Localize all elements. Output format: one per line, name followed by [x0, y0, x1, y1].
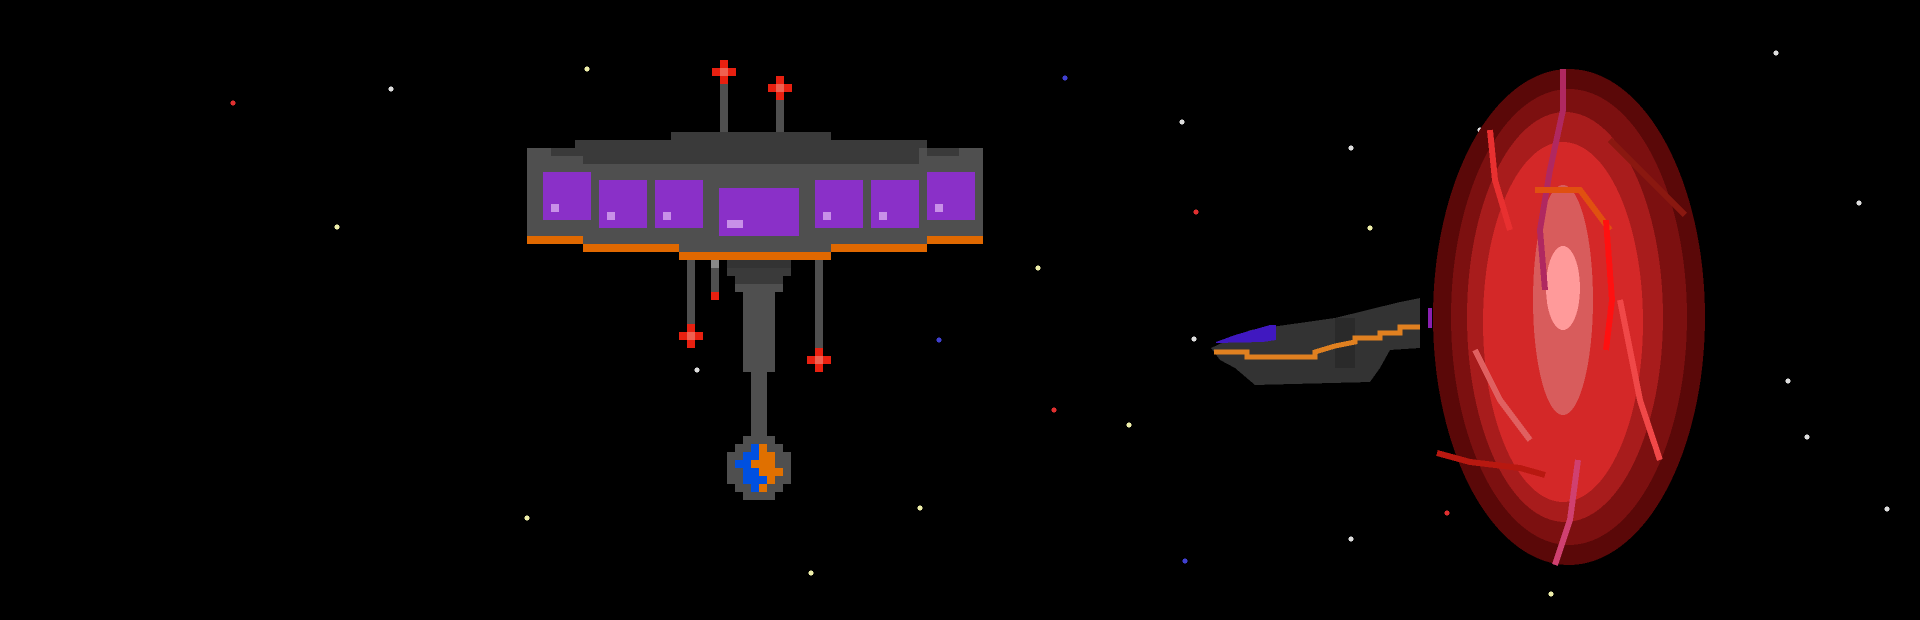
- beacon-light: [711, 292, 719, 300]
- ship-beam: [1428, 308, 1432, 328]
- star: [1367, 225, 1373, 231]
- star: [1126, 422, 1132, 428]
- antenna: [687, 260, 695, 324]
- beacon-light: [679, 324, 703, 348]
- star: [1051, 407, 1057, 413]
- spaceship: [1211, 298, 1432, 385]
- star: [1193, 209, 1199, 215]
- star: [1548, 591, 1554, 597]
- star: [1179, 119, 1185, 125]
- ship-trim: [1214, 324, 1420, 360]
- star: [1182, 558, 1188, 564]
- star: [936, 337, 942, 343]
- ship-cockpit: [1216, 325, 1276, 343]
- star: [917, 505, 923, 511]
- star: [1035, 265, 1041, 271]
- star: [388, 86, 394, 92]
- star: [808, 570, 814, 576]
- star: [1856, 200, 1862, 206]
- beacon-light: [712, 60, 736, 84]
- star: [1348, 145, 1354, 151]
- star: [1444, 510, 1450, 516]
- station-column: [743, 292, 775, 372]
- star: [230, 100, 236, 106]
- portal-core: [1546, 246, 1580, 330]
- star: [1785, 378, 1791, 384]
- antenna: [815, 260, 823, 348]
- star: [1191, 336, 1197, 342]
- star: [694, 367, 700, 373]
- star: [1348, 536, 1354, 542]
- station-trim: [527, 236, 983, 260]
- antenna: [776, 100, 784, 136]
- star: [524, 515, 530, 521]
- star: [1062, 75, 1068, 81]
- star: [1773, 50, 1779, 56]
- beacon-light: [768, 76, 792, 100]
- antenna: [720, 84, 728, 136]
- star: [584, 66, 590, 72]
- star: [1884, 506, 1890, 512]
- globe-pod: [727, 436, 791, 500]
- red-portal: [1433, 69, 1705, 566]
- starfield: [230, 50, 1890, 597]
- beacon-light: [807, 348, 831, 372]
- star: [1804, 434, 1810, 440]
- star: [334, 224, 340, 230]
- space-station: [527, 60, 983, 500]
- station-windows: [543, 172, 975, 236]
